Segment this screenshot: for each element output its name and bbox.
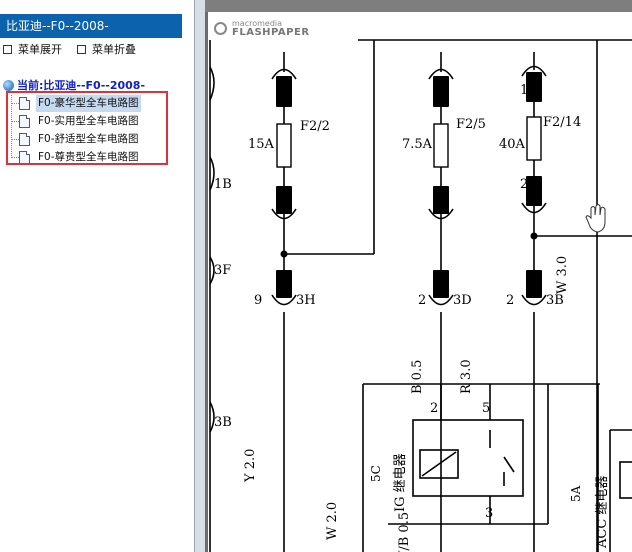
wire-label-w-b-0-5: W/B 0.5	[397, 512, 412, 552]
menu-toolbar: 菜单展开 菜单折叠	[0, 40, 194, 60]
viewer-top-bar	[205, 0, 632, 12]
document-icon	[19, 133, 30, 146]
connector-label-3h: 3H	[296, 293, 316, 308]
tree-item-comfort[interactable]: F0-舒适型全车电路图	[0, 131, 194, 148]
fuse-rating-7-5a: 7.5A	[402, 137, 433, 152]
relay-pin-3: 3	[485, 506, 493, 521]
hand-cursor-icon	[585, 204, 606, 233]
tree-item-label: F0-尊贵型全车电路图	[38, 151, 139, 163]
tree-root-label: 当前:比亚迪--F0--2008-	[17, 79, 146, 92]
wire-label-w-3-0: W 3.0	[555, 256, 570, 294]
relay-code-5a: 5A	[569, 485, 583, 502]
fuse-rating-15a: 15A	[248, 137, 275, 152]
connector-label-3f: 3F	[214, 263, 231, 278]
connector-pin-2b: 2	[506, 293, 514, 308]
wire-label-b-0-5: B 0.5	[410, 360, 425, 394]
macromedia-logo-icon	[214, 22, 227, 35]
connector-pin-9: 9	[254, 293, 262, 308]
collapse-menu-label: 菜单折叠	[92, 43, 136, 56]
expand-menu-label: 菜单展开	[18, 43, 62, 56]
fuse-name-f2-2: F2/2	[300, 119, 330, 134]
expand-icon	[3, 44, 12, 54]
relay-pin-2: 2	[430, 401, 438, 416]
fuse-name-f2-5: F2/5	[456, 117, 486, 132]
fuse-pin-1: 1	[520, 83, 528, 98]
relay-code-5c: 5C	[369, 465, 383, 482]
tree-item-label: F0-豪华型全车电路图	[36, 95, 141, 112]
wiring-diagram: 1B 3F 3B F2/2 15A 9 3H F2/5 7.5A 2 3D F2…	[209, 39, 632, 552]
tree-root[interactable]: 当前:比亚迪--F0--2008-	[3, 78, 193, 94]
collapse-menu-button[interactable]: 菜单折叠	[77, 42, 136, 58]
flashpaper-page[interactable]: 1B 3F 3B F2/2 15A 9 3H F2/5 7.5A 2 3D F2…	[208, 12, 632, 552]
globe-icon	[3, 79, 14, 91]
logo-big-text: FLASHPAPER	[232, 27, 310, 38]
document-icon	[19, 97, 30, 110]
logo-small-text: macromedia	[232, 19, 283, 28]
document-icon	[19, 151, 30, 164]
viewer-edge	[205, 12, 208, 552]
tree-item-label: F0-舒适型全车电路图	[38, 133, 139, 145]
connector-label-1b: 1B	[214, 177, 232, 192]
fuse-rating-40a: 40A	[499, 137, 526, 152]
tree-item-label: F0-实用型全车电路图	[38, 115, 139, 127]
tree-item-deluxe[interactable]: F0-豪华型全车电路图	[0, 95, 194, 112]
fuse-pin-2: 2	[520, 177, 528, 192]
tree-item-practical[interactable]: F0-实用型全车电路图	[0, 113, 194, 130]
wire-label-w-2-0: W 2.0	[325, 502, 340, 540]
connector-label-3b: 3B	[214, 415, 232, 430]
expand-menu-button[interactable]: 菜单展开	[3, 42, 62, 58]
tree-item-premium[interactable]: F0-尊贵型全车电路图	[0, 149, 194, 166]
collapse-icon	[77, 44, 86, 54]
relay-label-ig: IG 继电器	[393, 453, 408, 512]
panel-splitter[interactable]	[194, 0, 205, 552]
relay-label-acc: ACC 继电器	[595, 476, 610, 549]
connector-pin-2: 2	[418, 293, 426, 308]
fuse-name-f2-14: F2/14	[543, 115, 581, 130]
wire-label-r-3-0: R 3.0	[459, 359, 474, 394]
document-icon	[19, 115, 30, 128]
wire-label-y-2-0: Y 2.0	[243, 449, 258, 483]
menu-panel: 比亚迪--F0--2008- 菜单展开 菜单折叠 当前:比亚迪--F0--200…	[0, 0, 195, 552]
connector-label-3b-right: 3B	[546, 293, 564, 308]
relay-pin-5: 5	[482, 401, 490, 416]
panel-title: 比亚迪--F0--2008-	[0, 14, 182, 38]
connector-label-3d: 3D	[453, 293, 472, 308]
